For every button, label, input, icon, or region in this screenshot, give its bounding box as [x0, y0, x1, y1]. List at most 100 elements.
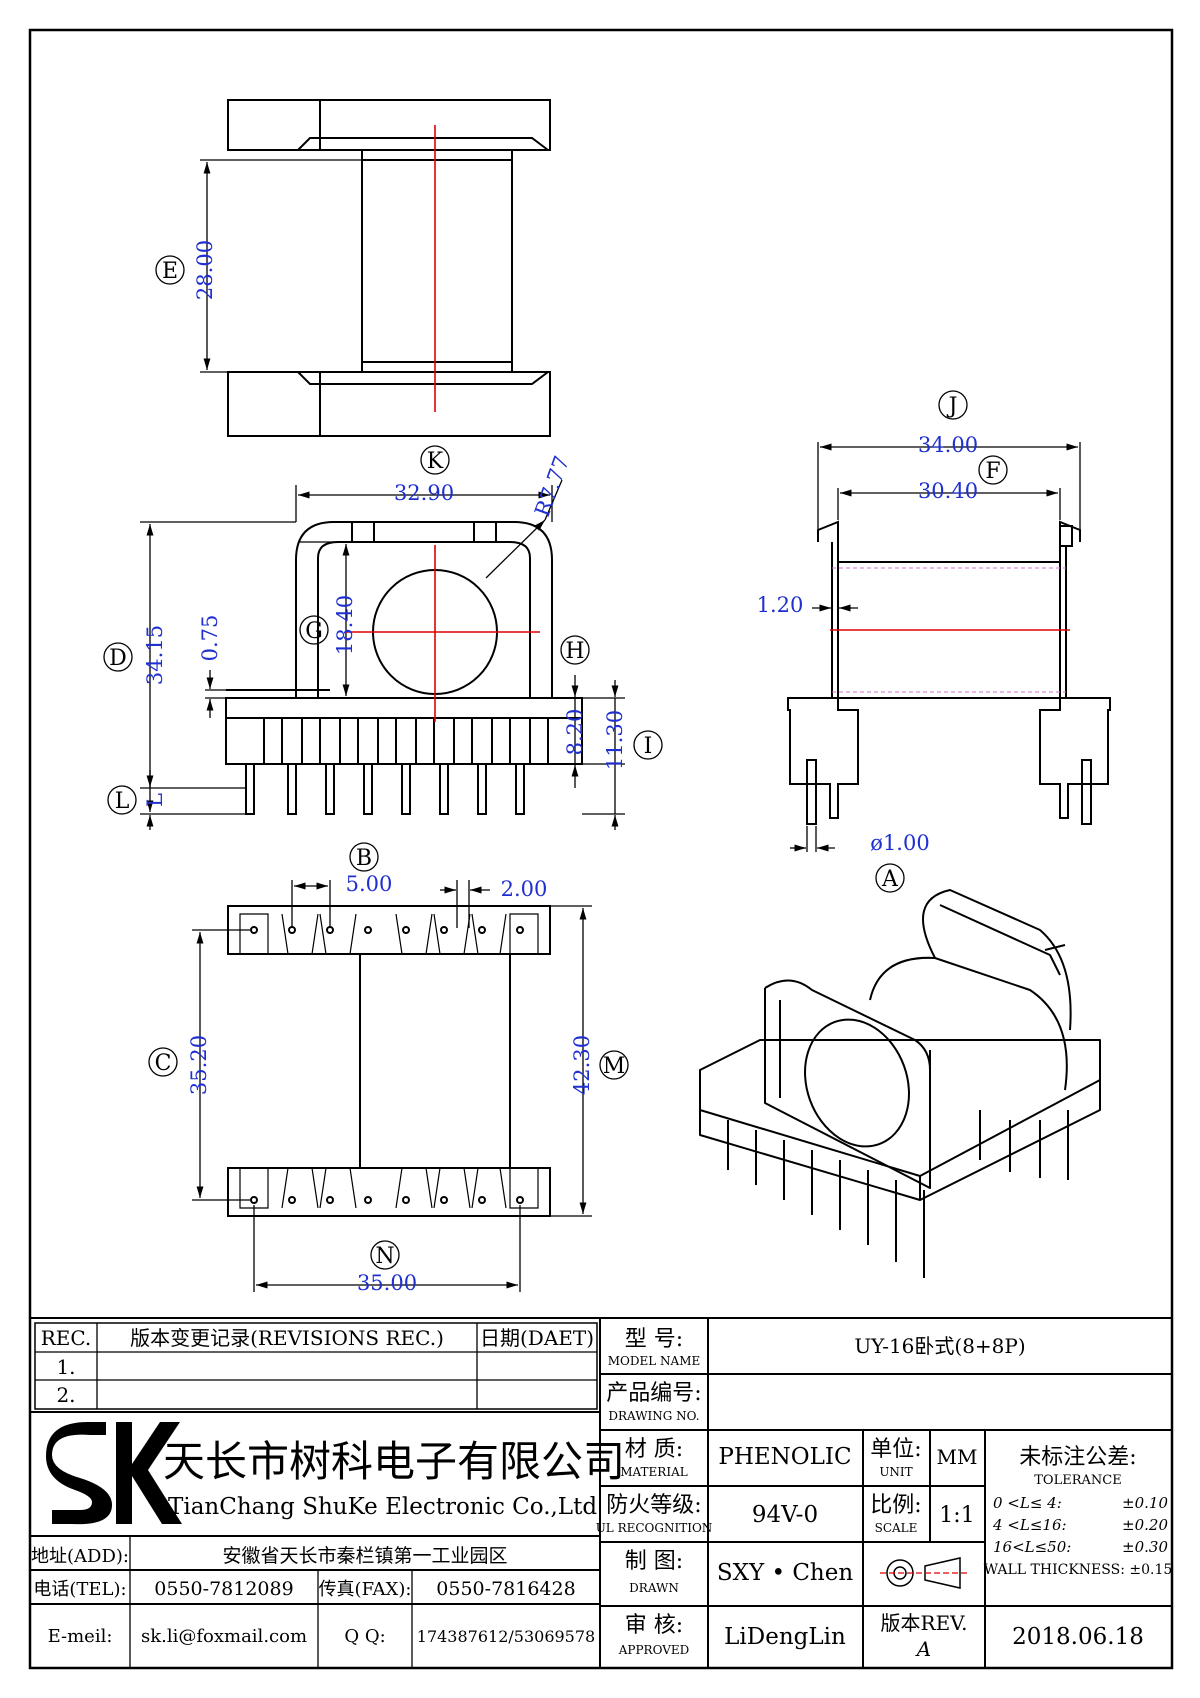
label-B: B	[356, 846, 372, 871]
rev-label: 版本REV.	[881, 1611, 968, 1635]
material-label-cn: 材 质:	[625, 1437, 683, 1462]
tolerance-range-2: 4 <L≤16:	[992, 1516, 1067, 1534]
side-view-labels: J 34.00 F 30.40 1.20 ø1.00 A	[757, 390, 1008, 893]
model-value: UY-16卧式(8+8P)	[854, 1334, 1025, 1358]
dim-075: 0.75	[198, 615, 222, 662]
company-name-en: TianChang ShuKe Electronic Co.,Ltd	[168, 1494, 597, 1520]
label-C: C	[155, 1051, 172, 1076]
dim-H: 8.20	[563, 709, 587, 756]
unit-label-cn: 单位:	[870, 1437, 921, 1462]
address-value: 安徽省天长市秦栏镇第一工业园区	[222, 1545, 507, 1567]
company-logo	[46, 1422, 182, 1525]
drawn-value: SXY • Chen	[717, 1560, 854, 1586]
dim-L: L	[143, 793, 167, 807]
tolerance-value-2: ±0.20	[1122, 1516, 1168, 1534]
rev-col-date: 日期(DAET)	[480, 1326, 594, 1350]
dim-200: 2.00	[501, 877, 548, 901]
qq-label: Q Q:	[344, 1626, 385, 1647]
isometric-view	[699, 889, 1101, 1278]
rev-col-record: 版本变更记录(REVISIONS REC.)	[130, 1326, 444, 1350]
revisions-text: REC. 版本变更记录(REVISIONS REC.) 日期(DAET) 1. …	[41, 1326, 594, 1407]
label-E: E	[162, 259, 178, 284]
dim-D: 34.15	[143, 625, 167, 685]
dim-C: 35.20	[187, 1035, 211, 1095]
approved-label-cn: 审 核:	[625, 1613, 683, 1638]
bottom-view	[192, 880, 592, 1292]
dim-R: R7.77	[530, 453, 574, 520]
label-H: H	[565, 639, 584, 664]
unit-label-en: UNIT	[879, 1465, 912, 1479]
dim-G: 18.40	[333, 595, 357, 655]
company-name-cn: 天长市树科电子有限公司	[163, 1437, 625, 1486]
qq-value: 174387612/53069578	[417, 1627, 595, 1646]
drawn-label-en: DRAWN	[629, 1581, 679, 1595]
front-view	[140, 479, 625, 830]
scale-label-cn: 比例:	[870, 1493, 921, 1518]
tolerance-value-1: ±0.10	[1122, 1494, 1168, 1512]
unit-value: MM	[937, 1445, 978, 1469]
top-view	[200, 99, 551, 437]
model-label-en: MODEL NAME	[608, 1354, 701, 1368]
material-value: PHENOLIC	[718, 1444, 851, 1470]
tolerance-range-1: 0 <L≤ 4:	[993, 1494, 1062, 1512]
material-label-en: MATERIAL	[620, 1465, 688, 1479]
dim-B: 5.00	[346, 872, 393, 896]
rev-col-rec: REC.	[41, 1326, 92, 1350]
email-value: sk.li@foxmail.com	[141, 1626, 307, 1647]
tolerance-title-en: TOLERANCE	[1034, 1473, 1121, 1488]
ul-value: 94V-0	[752, 1502, 818, 1528]
tolerance-range-3: 16<L≤50:	[993, 1538, 1071, 1556]
approved-value: LiDengLin	[724, 1624, 846, 1650]
model-label-cn: 型 号:	[625, 1327, 683, 1352]
rev-row-1: 1.	[56, 1355, 75, 1379]
bottom-view-labels: B 5.00 2.00 C 35.20 42.30 M N 35.00	[148, 842, 629, 1295]
top-view-labels: E 28.00	[155, 240, 217, 300]
fax-label: 传真(FAX):	[319, 1579, 412, 1600]
wall-thickness: WALL THICKNESS: ±0.15	[984, 1562, 1173, 1578]
drawing-label-en: DRAWING NO.	[608, 1409, 699, 1423]
tel-value: 0550-7812089	[154, 1578, 293, 1600]
side-view	[787, 442, 1111, 852]
label-G: G	[305, 619, 323, 644]
dim-120: 1.20	[757, 593, 804, 617]
drawing-label-cn: 产品编号:	[606, 1381, 701, 1406]
label-D: D	[109, 646, 127, 671]
drawn-label-cn: 制 图:	[625, 1549, 683, 1574]
address-label: 地址(ADD):	[31, 1546, 129, 1567]
title-block	[29, 1317, 1173, 1669]
rev-row-2: 2.	[56, 1383, 75, 1407]
tel-label: 电话(TEL):	[33, 1579, 126, 1600]
label-K: K	[427, 449, 444, 474]
email-label: E-meil:	[48, 1626, 113, 1647]
company-text: 天长市树科电子有限公司 TianChang ShuKe Electronic C…	[31, 1437, 625, 1647]
dim-N: 35.00	[357, 1271, 417, 1295]
tolerance-block: 未标注公差: TOLERANCE 0 <L≤ 4: ±0.10 4 <L≤16:…	[984, 1445, 1173, 1578]
date-value: 2018.06.18	[1012, 1624, 1144, 1650]
dim-K: 32.90	[394, 481, 454, 505]
label-F: F	[985, 459, 1000, 484]
dim-F: 30.40	[918, 479, 978, 503]
front-view-labels: K 32.90 R7.77 D 34.15 G 18.40 0.75 H 8.2…	[103, 445, 663, 815]
title-block-fields: 型 号: MODEL NAME UY-16卧式(8+8P) 产品编号: DRAW…	[596, 1327, 1144, 1661]
scale-label-en: SCALE	[875, 1521, 918, 1535]
fax-value: 0550-7816428	[436, 1578, 575, 1600]
label-M: M	[603, 1054, 626, 1079]
tolerance-title-cn: 未标注公差:	[1019, 1445, 1136, 1470]
ul-label-en: UL RECOGNITION	[596, 1521, 713, 1535]
dim-J: 34.00	[918, 433, 978, 457]
label-I: I	[644, 734, 653, 759]
scale-value: 1:1	[939, 1503, 974, 1528]
dim-pin: ø1.00	[870, 831, 929, 855]
label-A: A	[881, 867, 899, 892]
approved-label-en: APPROVED	[618, 1643, 690, 1657]
ul-label-cn: 防火等级:	[606, 1493, 701, 1518]
rev-value: A	[915, 1637, 931, 1661]
label-N: N	[375, 1244, 394, 1269]
dim-E: 28.00	[193, 240, 217, 300]
label-L: L	[115, 789, 130, 814]
dim-I: 11.30	[603, 710, 627, 770]
dim-M: 42.30	[570, 1035, 594, 1095]
tolerance-value-3: ±0.30	[1122, 1538, 1168, 1556]
label-J: J	[947, 394, 958, 419]
